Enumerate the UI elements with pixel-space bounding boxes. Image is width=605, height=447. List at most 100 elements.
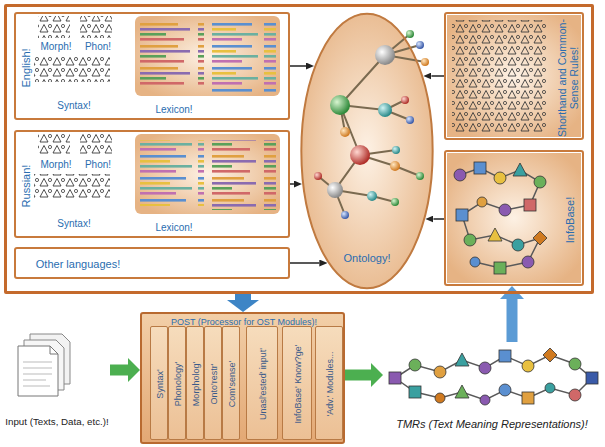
tmr-graph	[479, 362, 491, 374]
part-label: Phon!	[76, 159, 120, 171]
infobase-network	[464, 234, 476, 246]
russian-tiles	[38, 134, 70, 156]
infobase-network	[456, 209, 468, 221]
part-label: Lexicon!	[134, 104, 214, 116]
tmr-graph	[395, 355, 592, 400]
node-label: InfoBase' Know?ge'	[293, 330, 303, 438]
language-box: Russian!Morph!Phon!Syntax!Lexicon!	[14, 130, 290, 238]
document-icon	[18, 346, 58, 396]
language-box: Other languages!	[14, 247, 290, 279]
russian-tiles	[34, 174, 110, 200]
part-label: Lexicon!	[134, 222, 214, 234]
infobase-box: InfoBase!	[444, 150, 584, 286]
ontology-tree	[416, 41, 424, 49]
ontology-tree	[341, 211, 349, 219]
infobase-network	[522, 256, 534, 268]
shorthand-tile	[452, 20, 546, 134]
tmr-graph	[434, 366, 446, 378]
node-label: Onto'restr'	[209, 330, 219, 438]
connector-arrow	[433, 218, 444, 220]
part-label: Morph!	[34, 159, 78, 171]
module-column: InfoBase' Know?ge'	[282, 326, 312, 440]
ontology-tree	[318, 34, 425, 215]
ontology-tree	[330, 95, 350, 115]
connector-arrow	[235, 294, 251, 300]
node-label: Phonology'	[173, 330, 183, 438]
tmr-graph	[569, 358, 581, 370]
tmr-graph	[569, 389, 581, 401]
infobase-network	[460, 168, 540, 268]
tmr-graph	[409, 359, 421, 371]
ontology-ellipse: Ontology!	[300, 12, 434, 290]
tmr-graph	[499, 384, 511, 396]
document-icon	[18, 334, 70, 396]
tmr-graph	[522, 360, 534, 372]
infobase-network	[447, 153, 581, 283]
infobase-network	[533, 231, 547, 245]
ontology-tree	[350, 145, 370, 165]
english-tiles	[135, 16, 280, 96]
document-icon	[23, 362, 52, 386]
infobase-network	[524, 199, 536, 211]
knowledge-frame: English!Morph!Phon!Syntax!Lexicon!Russia…	[4, 4, 594, 294]
tmr-graph	[545, 383, 555, 393]
rules-box: Shorthand and Common-Sense Rules!	[444, 12, 584, 140]
ontology-tree	[340, 100, 410, 132]
tmr-graph	[543, 348, 557, 362]
module-column: Unasl'ested' input'	[246, 326, 278, 440]
part-label: Syntax!	[34, 100, 114, 112]
tmr-graph	[586, 372, 598, 384]
connector-arrow	[290, 183, 294, 185]
part-label: Morph!	[34, 41, 78, 53]
infobase-network	[512, 239, 524, 251]
ontology-tree	[416, 172, 424, 180]
node-label: Syntax'	[155, 330, 165, 438]
tmr-graph	[455, 353, 469, 366]
node-label: Com'sense'	[227, 330, 237, 438]
infobase-network	[474, 162, 486, 174]
tmr-graph	[499, 350, 511, 362]
ontology-tree	[301, 13, 433, 289]
connector-arrow	[431, 75, 444, 77]
english-tiles	[80, 16, 112, 38]
ontology-tree	[391, 198, 399, 206]
infobase-network	[447, 153, 581, 283]
infobase-network	[494, 262, 506, 274]
english-tiles	[140, 22, 204, 88]
russian-tiles	[140, 140, 204, 206]
language-box: English!Morph!Phon!Syntax!Lexicon!	[14, 12, 290, 120]
node-label: 'Adv.' Modules...	[325, 330, 335, 438]
ontology-tree	[378, 103, 392, 117]
ontology-tree	[314, 172, 322, 180]
ontology-tree	[390, 161, 400, 171]
node-label: Other languages!	[20, 258, 136, 271]
node-label: TMRs (Text Meaning Representations)!	[385, 418, 599, 431]
processor-box: POST (Processor for OST Modules)!Syntax'…	[140, 312, 345, 444]
connector-arrow	[290, 262, 319, 264]
infobase-network	[477, 197, 487, 207]
ontology-tree	[340, 127, 350, 137]
infobase-network	[454, 169, 466, 181]
ontology-tree	[301, 13, 433, 289]
connector-arrow	[290, 65, 306, 67]
english-tiles	[34, 56, 110, 82]
module-column: Morpholog'	[186, 326, 204, 440]
ontology-tree	[392, 146, 400, 154]
infobase-network	[494, 172, 506, 184]
russian-tiles	[212, 140, 276, 210]
russian-tiles	[135, 134, 280, 214]
tmr-graph	[389, 348, 598, 405]
node-label: Morpholog'	[191, 330, 201, 438]
russian-tiles	[34, 134, 280, 214]
node-label: English!	[20, 23, 33, 113]
document-icon	[50, 346, 58, 354]
russian-tiles	[80, 134, 112, 156]
node-label: Ontology!	[322, 252, 412, 265]
node-label: Russian!	[20, 141, 33, 231]
node-label: InfoBase!	[564, 160, 577, 280]
connector-arrow	[345, 370, 371, 381]
ontology-tree	[421, 58, 429, 66]
tmr-graph-box: TMRs (Text Meaning Representations)!	[383, 342, 601, 444]
node-label: Shorthand and Common-Sense Rules!	[556, 17, 580, 139]
ontology-tree	[401, 96, 409, 104]
